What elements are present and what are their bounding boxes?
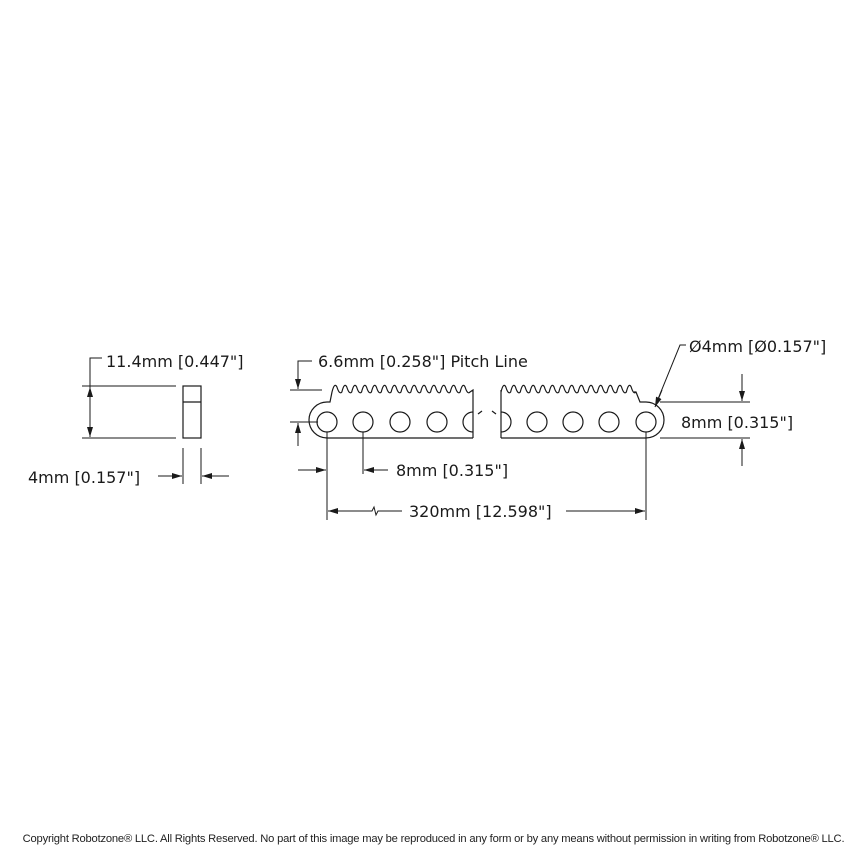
mounting-hole: [598, 411, 620, 433]
rack-right-teeth: [500, 384, 637, 394]
partial-hole: [462, 411, 474, 433]
mounting-hole: [389, 411, 411, 433]
pitch-line-dimension: [290, 360, 322, 446]
dim-width: 4mm [0.157"]: [28, 468, 140, 487]
partial-hole: [500, 411, 512, 433]
mounting-hole: [316, 411, 338, 433]
dim-length: 320mm [12.598"]: [409, 502, 552, 521]
rack-width-dimension: [660, 374, 750, 466]
copyright-notice: Copyright Robotzone® LLC. All Rights Res…: [22, 833, 845, 845]
rack: [308, 384, 665, 439]
mounting-hole: [635, 411, 657, 433]
dim-hole-diameter: Ø4mm [Ø0.157"]: [689, 337, 826, 356]
length-dimension: [328, 432, 647, 520]
side-view: [82, 357, 229, 484]
dim-pitch-line: 6.6mm [0.258"] Pitch Line: [318, 352, 528, 371]
mounting-hole: [426, 411, 448, 433]
hole-diameter-leader: [654, 344, 686, 408]
mounting-hole: [526, 411, 548, 433]
break-mark: [477, 410, 497, 415]
rack-left-segment: [308, 384, 474, 439]
rack-right-end: [501, 391, 665, 439]
mounting-hole: [352, 411, 374, 433]
dim-hole-pitch: 8mm [0.315"]: [396, 461, 508, 480]
dim-rack-width: 8mm [0.315"]: [681, 413, 793, 432]
dim-thickness: 11.4mm [0.447"]: [106, 352, 244, 371]
mounting-hole: [562, 411, 584, 433]
hole-pitch-dimension: [298, 432, 388, 520]
